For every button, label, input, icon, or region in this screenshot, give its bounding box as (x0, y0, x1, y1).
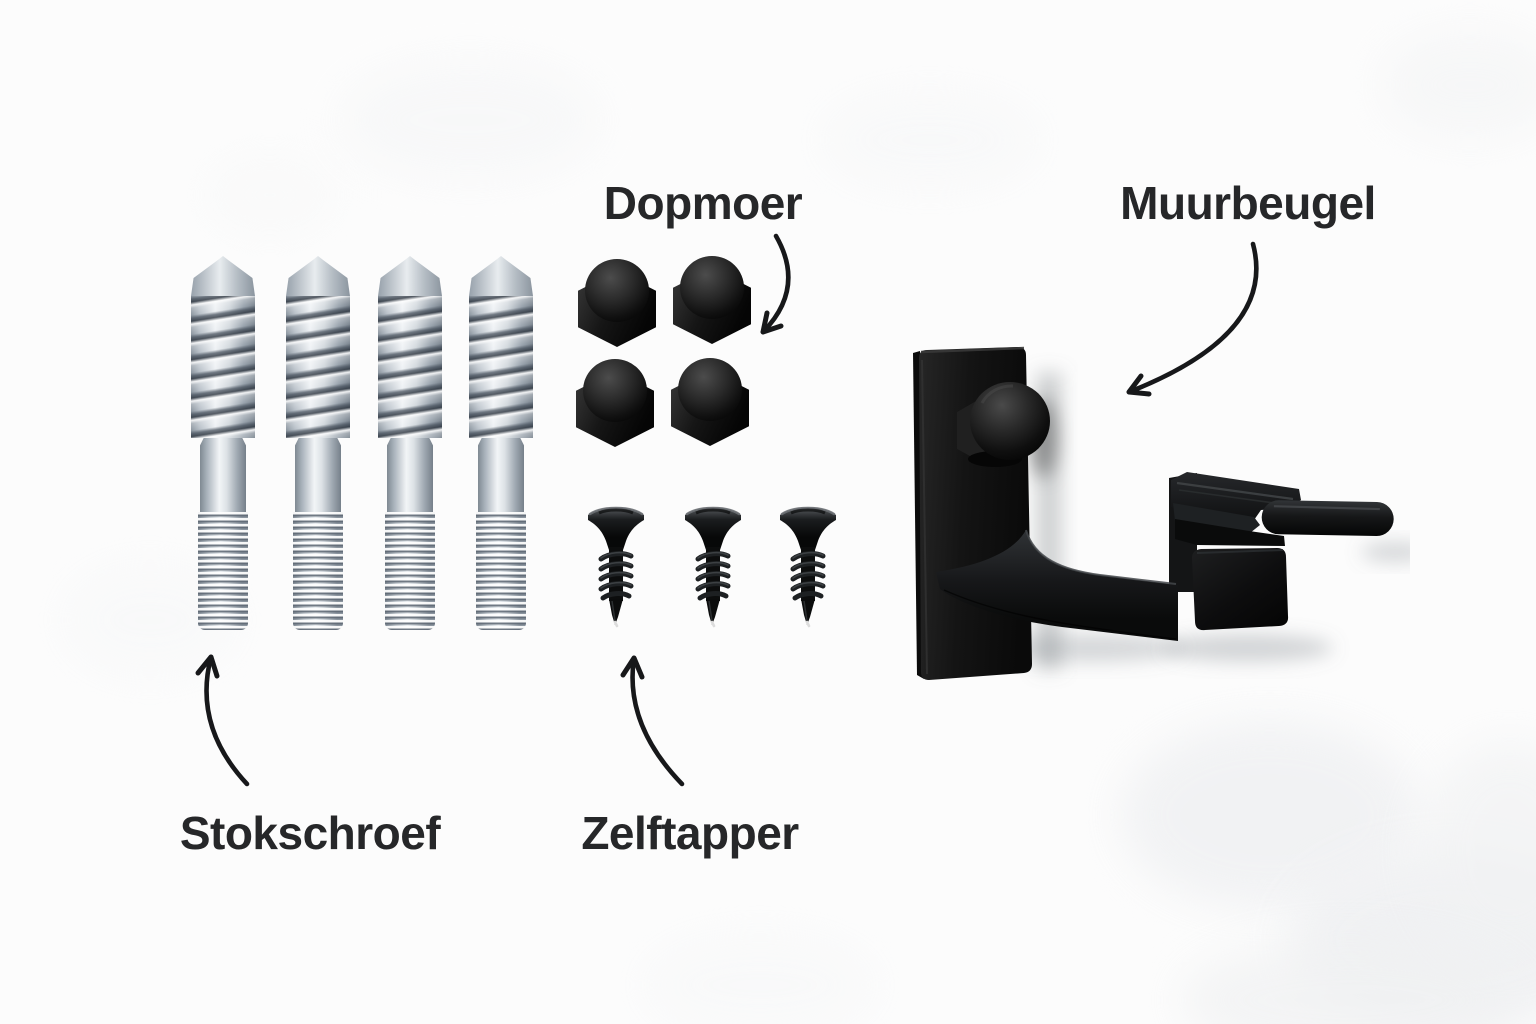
bolt-machine-thread (198, 512, 248, 630)
label-stokschroef: Stokschroef (179, 807, 441, 859)
cap-nut-2 (672, 256, 752, 344)
bracket-arm (936, 530, 1178, 641)
bolt-wood-thread (378, 296, 442, 438)
bolt-machine-thread (476, 512, 526, 630)
bracket-plate-top-bevel (920, 346, 1025, 354)
background-blob (1120, 720, 1420, 910)
cap-nut-dome (583, 359, 647, 422)
bracket-shelf-front-face (1175, 519, 1285, 546)
wall-bracket (913, 346, 1410, 680)
background-blob (1180, 940, 1520, 1024)
background-blob (1380, 30, 1536, 140)
background-blob (640, 930, 880, 1024)
bolt-wood-thread (469, 296, 533, 438)
hanger-bolt-3 (378, 256, 442, 630)
label-muurbeugel: Muurbeugel (1120, 177, 1376, 229)
label-zelftapper: Zelftapper (581, 807, 799, 859)
bracket-block-top-edge (1196, 549, 1284, 554)
bolt-shank (387, 438, 433, 512)
background-blob (200, 150, 340, 240)
cap-nut-3 (575, 359, 655, 447)
bolt-machine-thread (293, 512, 343, 630)
bracket-support-rod (1261, 500, 1394, 537)
cap-nut-1 (577, 259, 657, 347)
bracket-plate-left-highlight (921, 359, 928, 675)
bolt-tip (286, 256, 350, 296)
bolt-shank (478, 438, 524, 512)
bracket-shelf-front-ridge (1173, 503, 1260, 533)
label-dopmoer: Dopmoer (603, 177, 803, 229)
bracket-shelf-ridge-highlight (1176, 481, 1294, 501)
cap-nut-4 (670, 358, 750, 446)
cap-nut-dome (680, 256, 744, 319)
bracket-arm-bottom-edge (943, 589, 1177, 640)
bolt-shank (295, 438, 341, 512)
background-blob (820, 90, 1040, 190)
bolt-shank (200, 438, 246, 512)
background-blob (1290, 850, 1536, 1024)
bolt-wood-thread (191, 296, 255, 438)
background-blob (340, 60, 600, 180)
bolt-tip (191, 256, 255, 296)
bolt-wood-thread (286, 296, 350, 438)
cap-nut-dome (585, 259, 649, 322)
cap-nut-dome (678, 358, 742, 421)
dopmoer-arrow (760, 233, 791, 335)
hanger-bolt-4 (469, 256, 533, 630)
background-blob (1420, 740, 1536, 960)
stokschroef-arrow (195, 654, 250, 787)
bracket-block (1192, 548, 1289, 631)
self-tapping-screw-1 (585, 503, 647, 629)
bolt-machine-thread (385, 512, 435, 630)
bracket-cap-nut (957, 382, 1057, 478)
bolt-tip (469, 256, 533, 296)
self-tapping-screw-2 (682, 503, 744, 629)
bracket-arm-top-edge (1025, 529, 1177, 585)
zelftapper-arrow (620, 655, 685, 787)
bolt-tip (378, 256, 442, 296)
hanger-bolt-2 (286, 256, 350, 630)
hanger-bolt-1 (191, 256, 255, 630)
self-tapping-screw-3 (777, 503, 839, 629)
